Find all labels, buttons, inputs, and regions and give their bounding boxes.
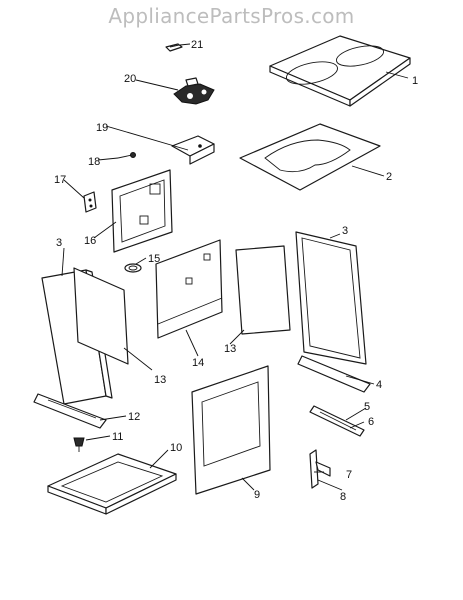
part-21-clip xyxy=(165,43,183,52)
callout-13-left: 13 xyxy=(154,374,166,386)
part-12-front-kick-plate xyxy=(33,393,107,429)
part-15-grommet xyxy=(124,263,142,273)
part-9-front-frame xyxy=(191,365,271,495)
callout-16: 16 xyxy=(84,235,96,247)
part-1-cooktop xyxy=(269,35,411,107)
callout-4: 4 xyxy=(376,379,382,391)
callout-3-left: 3 xyxy=(56,237,62,249)
callout-21: 21 xyxy=(191,39,203,51)
callout-19: 19 xyxy=(96,122,108,134)
callout-5: 5 xyxy=(364,401,370,413)
part-19-mounting-bracket xyxy=(171,135,215,165)
part-10-bottom-tray xyxy=(47,453,177,515)
callout-3-right: 3 xyxy=(342,225,348,237)
part-7-8-bracket xyxy=(309,449,331,489)
callout-7: 7 xyxy=(346,469,352,481)
leader-lines xyxy=(61,43,409,491)
part-14-inner-rear-panel xyxy=(155,239,223,339)
callout-14: 14 xyxy=(192,357,204,369)
callout-11: 11 xyxy=(112,431,123,443)
callout-13-center: 13 xyxy=(224,343,236,355)
callout-17: 17 xyxy=(54,174,66,186)
callout-18: 18 xyxy=(88,156,100,168)
part-20-bracket-assembly xyxy=(173,77,215,105)
part-13-left-insulation xyxy=(73,267,129,365)
part-5-6-trim xyxy=(309,405,365,437)
part-17-small-plate xyxy=(83,191,97,213)
callout-8: 8 xyxy=(340,491,346,503)
callout-20: 20 xyxy=(124,73,136,85)
callout-6: 6 xyxy=(368,416,374,428)
callout-2: 2 xyxy=(386,171,392,183)
part-11-leveling-leg xyxy=(73,437,85,452)
callout-12: 12 xyxy=(128,411,140,423)
part-3-right-side-panel xyxy=(295,231,367,365)
callout-10: 10 xyxy=(170,442,182,454)
part-13-center-insulation xyxy=(235,245,291,335)
callout-15: 15 xyxy=(148,253,160,265)
watermark: AppliancePartsPros.com xyxy=(108,4,355,28)
part-4-kick-strip xyxy=(297,355,371,393)
callout-1: 1 xyxy=(412,75,418,87)
part-16-back-panel xyxy=(111,169,173,253)
part-2-top-panel xyxy=(239,123,381,191)
callouts: 21 20 1 2 19 18 17 16 15 3 13 14 13 3 4 … xyxy=(54,39,418,503)
callout-9: 9 xyxy=(254,489,260,501)
part-18-screw xyxy=(117,152,136,159)
